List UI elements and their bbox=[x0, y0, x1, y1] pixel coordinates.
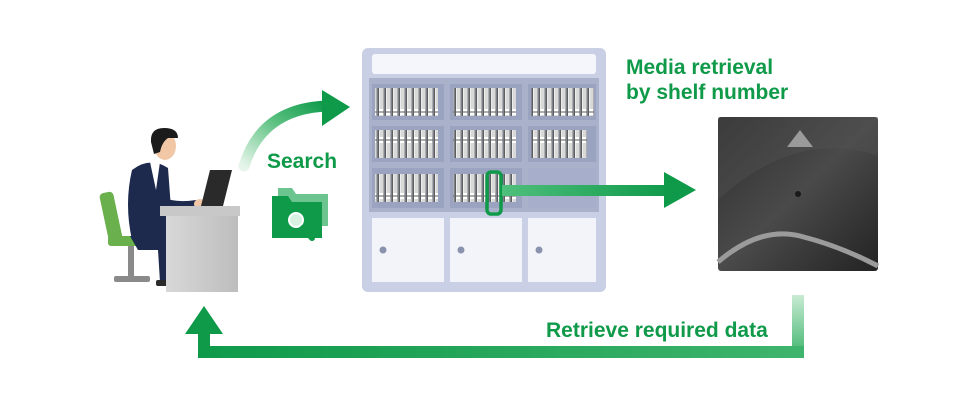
retrieval-arrow bbox=[502, 172, 696, 208]
door-knob bbox=[457, 246, 465, 254]
drive-slot-curve bbox=[716, 231, 880, 269]
tape-group bbox=[375, 88, 438, 116]
shirt bbox=[150, 162, 160, 190]
person-hair bbox=[150, 128, 178, 154]
tape-group bbox=[531, 130, 587, 158]
chair-post bbox=[128, 246, 134, 276]
tape-group bbox=[453, 88, 516, 116]
chair-base bbox=[114, 276, 150, 282]
desk-body bbox=[166, 216, 238, 292]
person-legs bbox=[130, 236, 172, 282]
search-label: Search bbox=[267, 150, 338, 173]
person-at-laptop-icon bbox=[99, 128, 240, 292]
door-knob bbox=[379, 246, 387, 254]
tape-group bbox=[375, 130, 438, 158]
media-retrieval-line2: by shelf number bbox=[626, 81, 789, 104]
door-knob bbox=[535, 246, 543, 254]
desk-top bbox=[160, 206, 240, 216]
search-arrow bbox=[238, 90, 350, 172]
folder-search-icon bbox=[272, 188, 328, 241]
drive-led bbox=[795, 191, 801, 197]
person-arm bbox=[140, 180, 198, 211]
selected-tape-highlight bbox=[485, 170, 503, 216]
tape-group bbox=[531, 88, 594, 116]
retrieve-data-label: Retrieve required data bbox=[546, 319, 768, 342]
chair-back bbox=[99, 191, 123, 243]
tape-library-icon bbox=[362, 48, 606, 292]
laptop-screen bbox=[200, 170, 232, 210]
tape-drive-icon bbox=[716, 117, 880, 271]
tape-group bbox=[375, 174, 438, 202]
media-retrieval-line1: Media retrieval bbox=[626, 56, 774, 79]
media-retrieval-label: Media retrieval by shelf number bbox=[626, 55, 788, 105]
return-arrow bbox=[185, 295, 804, 358]
eject-triangle bbox=[787, 130, 813, 147]
rack-header bbox=[372, 54, 596, 74]
tape-group bbox=[453, 130, 516, 158]
